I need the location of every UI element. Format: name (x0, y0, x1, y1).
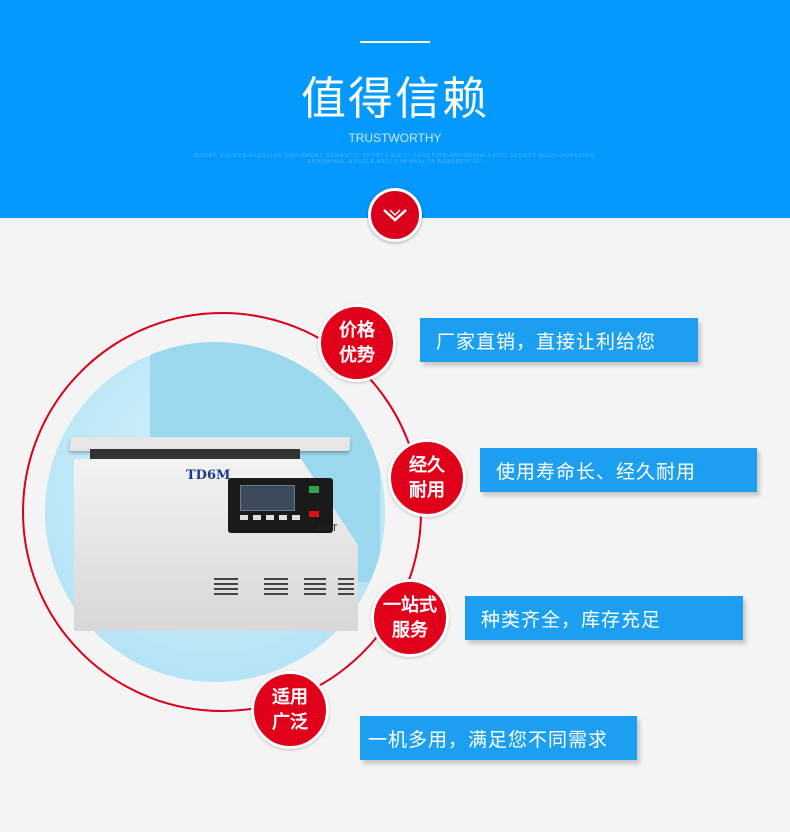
feature-text-durable: 使用寿命长、经久耐用 (480, 448, 757, 492)
header-banner: 值得信赖 TRUSTWORTHY BOARD SIT-UPS EXERCISE … (0, 0, 790, 218)
feature-text-price: 厂家直销，直接让利给您 (420, 318, 698, 362)
model-label: TD6M (186, 468, 231, 483)
scroll-down-button[interactable] (368, 188, 422, 242)
chevron-down-icon (383, 209, 407, 222)
divider (360, 41, 430, 43)
brand-label: KaiT (318, 524, 338, 534)
badge-service: 一站式 服务 (371, 579, 449, 657)
feature-text-versatile: 一机多用，满足您不同需求 (360, 716, 637, 760)
subtitle: TRUSTWORTHY (348, 131, 442, 145)
control-panel (228, 478, 333, 533)
badge-versatile: 适用 广泛 (251, 671, 329, 749)
product-image: TD6M KaiT (68, 435, 358, 635)
feature-text-service: 种类齐全，库存充足 (465, 596, 743, 640)
page-title: 值得信赖 (300, 72, 489, 125)
tagline: BOARD SIT-UPS EXERCISE EQUIPMENT DOMESTI… (194, 153, 596, 165)
badge-price: 价格 优势 (318, 304, 396, 382)
badge-durable: 经久 耐用 (388, 439, 466, 517)
